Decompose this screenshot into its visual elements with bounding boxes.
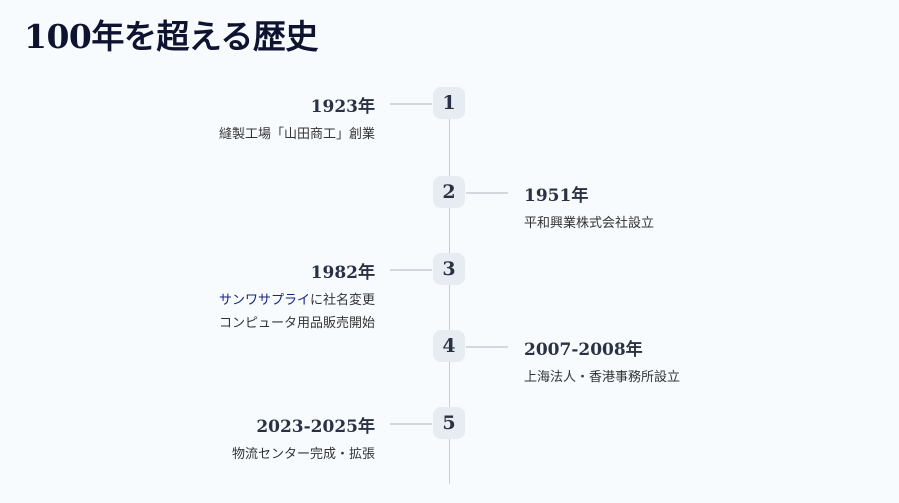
company-link[interactable]: サンワサプライ [218, 293, 310, 308]
year: 1923年 [310, 97, 375, 117]
step-badge: 1 [433, 87, 465, 119]
description: 縫製工場「山田商工」創業 [218, 127, 375, 142]
year: 2023-2025年 [256, 417, 375, 437]
page-title: 100年を超える歴史 [24, 17, 318, 56]
connector [390, 423, 432, 425]
connector [390, 269, 432, 271]
year: 1982年 [310, 263, 375, 283]
connector [466, 346, 508, 348]
timeline-item-1: 1 1923年 縫製工場「山田商工」創業 [0, 87, 899, 183]
year: 1951年 [524, 186, 589, 206]
connector [466, 192, 508, 194]
description: 物流センター完成・拡張 [231, 447, 375, 462]
timeline-item-3: 3 1982年 サンワサプライに社名変更 コンピュータ用品販売開始 [0, 253, 899, 349]
timeline-line [449, 100, 450, 484]
year: 2007-2008年 [524, 340, 643, 360]
timeline-item-2: 2 1951年 平和興業株式会社設立 [0, 176, 899, 272]
step-badge: 5 [433, 407, 465, 439]
timeline-item-5: 5 2023-2025年 物流センター完成・拡張 [0, 407, 899, 503]
description-text: に社名変更 [309, 293, 375, 308]
step-badge: 3 [433, 253, 465, 285]
description: 平和興業株式会社設立 [524, 216, 655, 231]
description: 上海法人・香港事務所設立 [524, 370, 681, 385]
connector [390, 103, 432, 105]
description: サンワサプライに社名変更 コンピュータ用品販売開始 [219, 289, 375, 335]
step-badge: 2 [433, 176, 465, 208]
description-line-2: コンピュータ用品販売開始 [218, 316, 375, 331]
step-badge: 4 [433, 330, 465, 362]
timeline-item-4: 4 2007-2008年 上海法人・香港事務所設立 [0, 330, 899, 426]
